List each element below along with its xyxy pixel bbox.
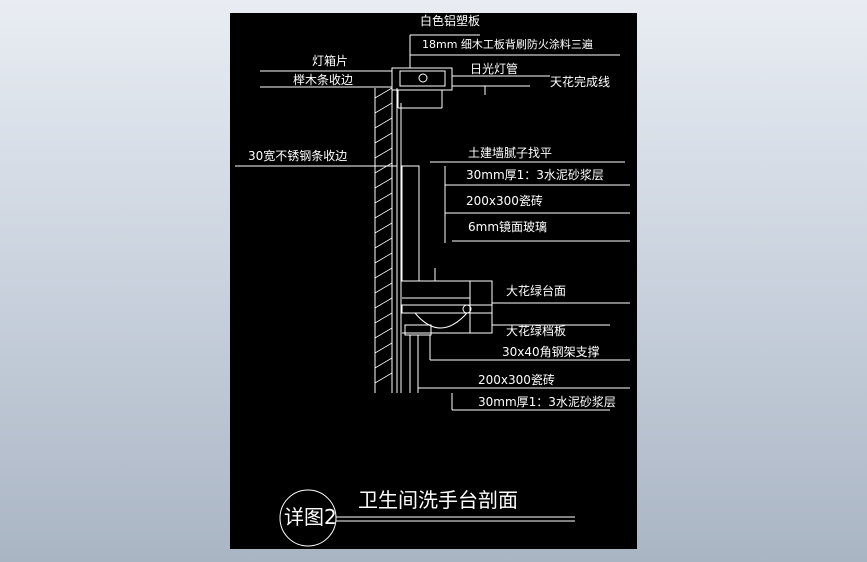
section-drawing: 白色铝塑板 18mm 细木工板背刷防火涂料三遍 灯箱片 榉木条收边 日光灯管 天… [235,13,630,547]
label-angle-steel: 30x40角钢架支撑 [502,344,600,359]
label-white-aluminum: 白色铝塑板 [420,13,480,28]
title-block: 详图2 卫生间洗手台剖面 [279,488,575,547]
wall-hatch [374,87,393,393]
label-baffle: 大花绿档板 [506,323,566,338]
light-box [260,67,550,109]
label-putty: 土建墙腻子找平 [468,146,552,160]
detail-circle [279,489,337,547]
label-fire-coating: 18mm 细木工板背刷防火涂料三遍 [422,37,593,51]
label-mirror: 6mm镜面玻璃 [468,219,547,234]
cad-viewport[interactable]: 白色铝塑板 18mm 细木工板背刷防火涂料三遍 灯箱片 榉木条收边 日光灯管 天… [230,13,637,549]
label-tile-2: 200x300瓷砖 [478,372,555,387]
detail-label: 详图2 [284,505,337,529]
label-cement-mortar-2: 30mm厚1：3水泥砂浆层 [478,394,616,409]
mirror-glass [401,165,436,282]
label-ceiling-line: 天花完成线 [550,74,610,89]
label-tile-1: 200x300瓷砖 [466,193,543,208]
leader-lines [235,34,630,411]
countertop [401,280,493,336]
label-steel-edge: 30宽不锈钢条收边 [248,148,347,163]
label-cement-mortar-1: 30mm厚1：3水泥砂浆层 [466,167,604,182]
lower-tile [409,335,419,393]
label-lightbox-sheet: 灯箱片 [312,53,348,68]
drawing-title: 卫生间洗手台剖面 [358,488,518,512]
label-wood-edge: 榉木条收边 [293,73,353,87]
label-fluorescent-tube: 日光灯管 [470,61,518,76]
label-countertop: 大花绿台面 [506,283,566,298]
